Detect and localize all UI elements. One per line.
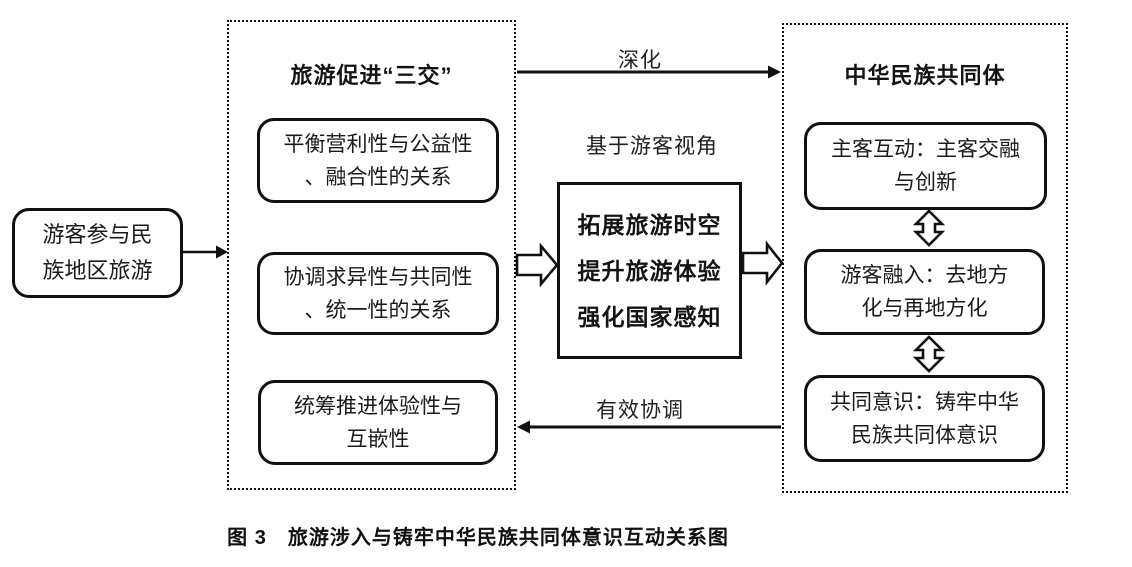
center-process-box: 拓展旅游时空 提升旅游体验 强化国家感知 [557, 182, 742, 359]
box-text-line: 化与再地方化 [861, 296, 988, 320]
center-box-line: 强化国家感知 [577, 303, 722, 330]
figure-caption: 图 3 旅游涉入与铸牢中华民族共同体意识互动关系图 [227, 527, 729, 549]
left-group-title: 旅游促进“三交” [290, 63, 453, 88]
tourist-node-line: 族地区旅游 [42, 258, 153, 283]
box-text-line: 、融合性的关系 [304, 164, 452, 189]
right-dashed-group: 中华民族共同体 主客互动：主客交融 与创新 游客融入：去地方 化与再地方化 共同… [782, 23, 1068, 493]
box-text-line: 平衡营利性与公益性 [283, 131, 473, 156]
left-item-integrate: 统筹推进体验性与 互嵌性 [258, 380, 498, 465]
right-item-tourist-integration: 游客融入：去地方 化与再地方化 [804, 249, 1045, 335]
coordinate-label: 有效协调 [596, 398, 684, 422]
block-arrow-right [741, 240, 784, 286]
left-item-coordinate: 协调求异性与共同性 、统一性的关系 [257, 252, 499, 335]
box-text-line: 主客互动：主客交融 [831, 137, 1020, 161]
right-item-common-consciousness: 共同意识：铸牢中华 民族共同体意识 [804, 375, 1045, 462]
tourist-node-line: 游客参与民 [42, 222, 153, 247]
box-text-line: 统筹推进体验性与 [294, 393, 462, 418]
box-text-line: 共同意识：铸牢中华 [830, 389, 1019, 414]
block-arrow-left [515, 242, 559, 288]
box-text-line: 、统一性的关系 [304, 297, 452, 322]
tourist-node: 游客参与民 族地区旅游 [12, 208, 183, 298]
box-text-line: 游客融入：去地方 [840, 263, 1009, 287]
deepen-label: 深化 [618, 48, 662, 72]
right-group-title: 中华民族共同体 [844, 63, 1006, 88]
box-text-line: 互嵌性 [346, 426, 410, 451]
perspective-label: 基于游客视角 [586, 134, 718, 158]
box-text-line: 民族共同体意识 [851, 422, 998, 447]
box-text-line: 与创新 [894, 170, 957, 194]
arrow-tourist-to-left-group [183, 245, 228, 259]
center-box-line: 提升旅游体验 [577, 257, 722, 284]
box-text-line: 协调求异性与共同性 [283, 264, 473, 289]
left-item-balance: 平衡营利性与公益性 、融合性的关系 [257, 118, 499, 203]
left-dashed-group: 旅游促进“三交” 平衡营利性与公益性 、融合性的关系 协调求异性与共同性 、统一… [227, 20, 516, 490]
right-item-host-guest: 主客互动：主客交融 与创新 [804, 122, 1047, 210]
center-box-line: 拓展旅游时空 [577, 211, 722, 238]
